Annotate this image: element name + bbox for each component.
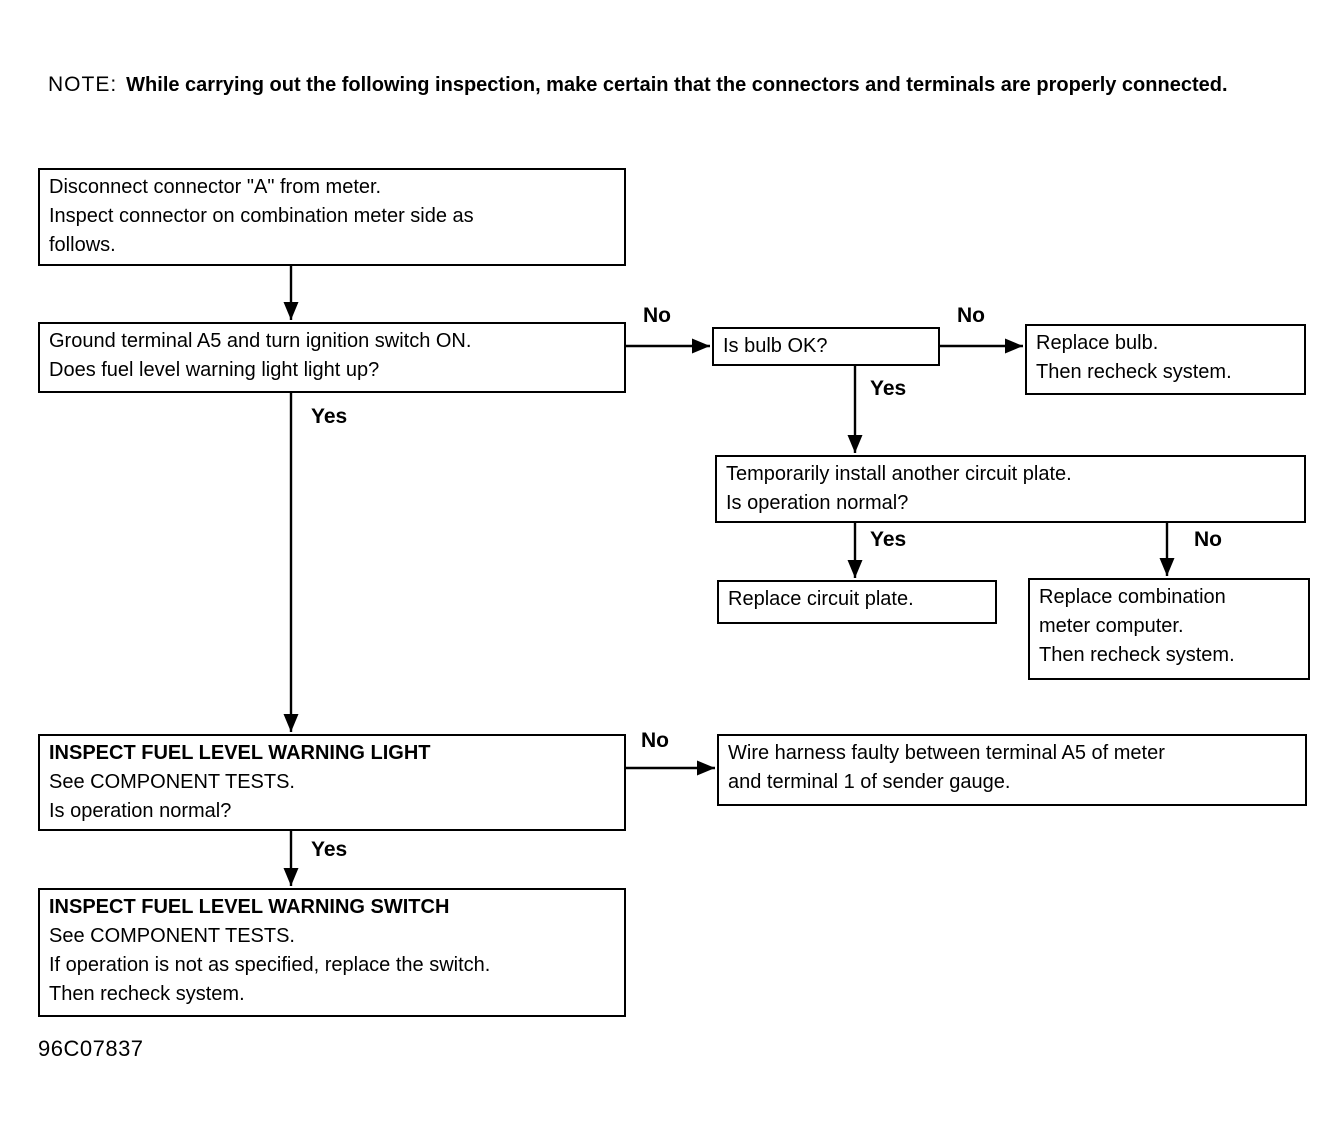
- label-bulb-no: No: [957, 304, 985, 327]
- label-bulb-yes: Yes: [870, 377, 907, 400]
- action-replace-bulb: Replace bulb. Then recheck system.: [1025, 324, 1306, 395]
- box-line: See COMPONENT TESTS.: [49, 925, 295, 947]
- box-line: follows.: [49, 234, 116, 256]
- box-line: and terminal 1 of sender gauge.: [728, 771, 1011, 793]
- box-line: Then recheck system.: [1036, 361, 1232, 383]
- note-label: NOTE:: [48, 73, 118, 96]
- box-line: Is operation normal?: [49, 800, 232, 822]
- box-line: If operation is not as specified, replac…: [49, 954, 491, 976]
- box-line: Replace bulb.: [1036, 332, 1159, 354]
- figure-code: 96C07837: [38, 1036, 144, 1061]
- box-title: INSPECT FUEL LEVEL WARNING SWITCH: [49, 896, 450, 918]
- step-disconnect-connector: Disconnect connector "A" from meter. Ins…: [38, 168, 626, 266]
- result-wire-harness-faulty: Wire harness faulty between terminal A5 …: [717, 734, 1307, 806]
- decision-is-bulb-ok: Is bulb OK?: [712, 327, 940, 366]
- box-line: meter computer.: [1039, 615, 1184, 637]
- label-light-no: No: [641, 729, 669, 752]
- box-line: Replace combination: [1039, 586, 1226, 608]
- box-line: Does fuel level warning light light up?: [49, 359, 380, 381]
- box-title: INSPECT FUEL LEVEL WARNING LIGHT: [49, 742, 431, 764]
- decision-circuit-plate-test: Temporarily install another circuit plat…: [715, 455, 1306, 523]
- box-line: Replace circuit plate.: [728, 588, 914, 610]
- action-replace-circuit-plate: Replace circuit plate.: [717, 580, 997, 624]
- note-text: While carrying out the following inspect…: [126, 74, 1228, 96]
- box-line: Is operation normal?: [726, 492, 909, 514]
- decision-ground-terminal: Ground terminal A5 and turn ignition swi…: [38, 322, 626, 393]
- box-line: Ground terminal A5 and turn ignition swi…: [49, 330, 472, 352]
- box-line: Is bulb OK?: [723, 335, 828, 357]
- step-inspect-warning-light: INSPECT FUEL LEVEL WARNING LIGHT See COM…: [38, 734, 626, 831]
- box-line: Then recheck system.: [1039, 644, 1235, 666]
- label-ground-yes: Yes: [311, 405, 348, 428]
- label-light-yes: Yes: [311, 838, 348, 861]
- box-line: See COMPONENT TESTS.: [49, 771, 295, 793]
- box-line: Inspect connector on combination meter s…: [49, 205, 474, 227]
- box-line: Disconnect connector "A" from meter.: [49, 176, 382, 198]
- note: NOTE: While carrying out the following in…: [48, 70, 1228, 100]
- label-plate-yes: Yes: [870, 528, 907, 551]
- action-replace-meter-computer: Replace combination meter computer. Then…: [1028, 578, 1310, 680]
- box-line: Then recheck system.: [49, 983, 245, 1005]
- box-line: Wire harness faulty between terminal A5 …: [728, 742, 1165, 764]
- label-plate-no: No: [1194, 528, 1222, 551]
- box-line: Temporarily install another circuit plat…: [726, 463, 1072, 485]
- label-ground-no: No: [643, 304, 671, 327]
- step-inspect-warning-switch: INSPECT FUEL LEVEL WARNING SWITCH See CO…: [38, 888, 626, 1017]
